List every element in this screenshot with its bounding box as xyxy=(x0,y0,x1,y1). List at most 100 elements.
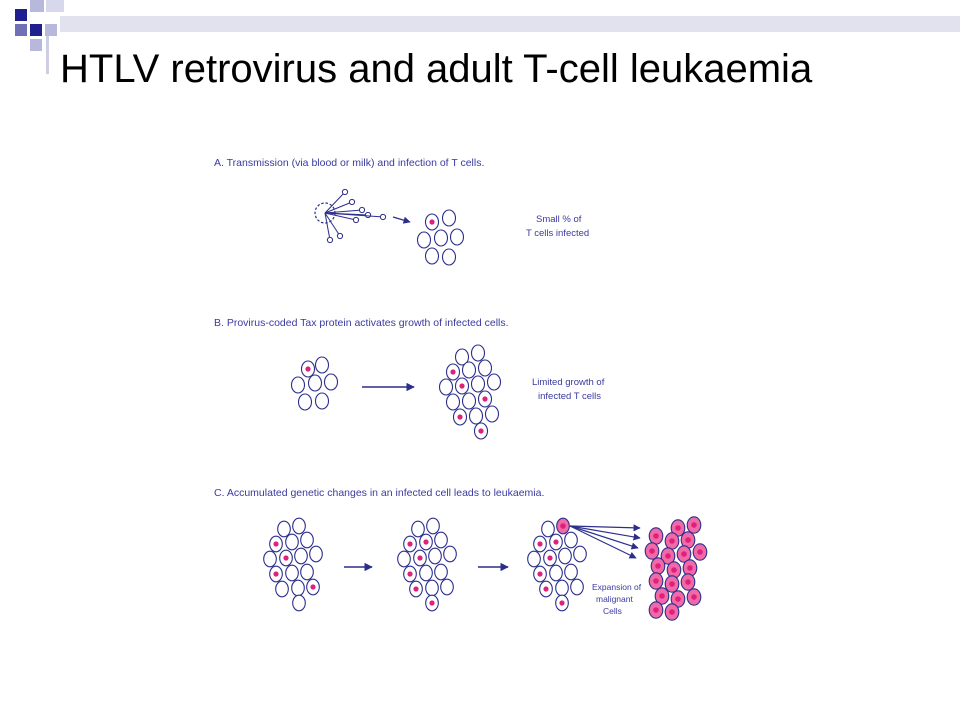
t-cell xyxy=(443,545,457,563)
cell-nucleus xyxy=(560,523,566,529)
virion-ray xyxy=(324,212,384,218)
virion xyxy=(364,211,372,219)
cell-nucleus xyxy=(283,555,289,561)
cell-nucleus xyxy=(459,383,465,389)
virion xyxy=(352,216,360,224)
t-cell xyxy=(470,375,486,393)
cell-nucleus xyxy=(665,553,671,559)
cell-nucleus xyxy=(669,581,675,587)
virion-ray xyxy=(324,191,346,214)
t-cell xyxy=(263,550,277,568)
t-cell xyxy=(564,531,578,549)
virion xyxy=(379,213,387,221)
cell-nucleus xyxy=(649,548,655,554)
t-cell xyxy=(541,520,555,538)
corner-square-light-2 xyxy=(46,0,64,12)
panel-b-note-line-2: infected T cells xyxy=(538,391,601,402)
t-cell xyxy=(285,533,299,551)
cell-nucleus xyxy=(687,565,693,571)
expansion-arrow xyxy=(569,524,641,532)
t-cell xyxy=(300,563,314,581)
cell-nucleus xyxy=(681,551,687,557)
t-cell xyxy=(275,580,289,598)
corner-square-light-4 xyxy=(30,39,42,51)
panel-b-cell-cluster-after xyxy=(438,344,502,440)
panel-b-note-line-1: Limited growth of xyxy=(532,377,605,388)
cell-nucleus xyxy=(691,522,697,528)
t-cell xyxy=(433,229,449,247)
t-cell xyxy=(527,550,541,568)
t-cell xyxy=(428,547,442,565)
cell-nucleus xyxy=(685,579,691,585)
cell-nucleus xyxy=(305,366,311,372)
cell-nucleus xyxy=(457,414,463,420)
virion xyxy=(336,232,344,240)
panel-b-heading: B. Provirus-coded Tax protein activates … xyxy=(214,317,509,329)
t-cell xyxy=(434,563,448,581)
header-rule xyxy=(60,16,960,32)
t-cell xyxy=(292,517,306,535)
virion xyxy=(348,198,356,206)
corner-square-light-3 xyxy=(45,24,57,36)
t-cell xyxy=(426,517,440,535)
panel-a-note-line-1: Small % of xyxy=(536,214,582,225)
cell-nucleus xyxy=(407,571,413,577)
t-cell xyxy=(470,344,486,362)
panel-c-note-line-1: Expansion of xyxy=(592,582,642,592)
panel-c-cell-cluster-3 xyxy=(527,517,587,612)
t-cell xyxy=(425,579,439,597)
panel-b-cell-cluster-before xyxy=(290,356,339,411)
t-cell xyxy=(434,531,448,549)
t-cell xyxy=(477,359,493,377)
panel-a-heading: A. Transmission (via blood or milk) and … xyxy=(214,157,484,169)
t-cell xyxy=(411,520,425,538)
virion xyxy=(358,206,366,214)
t-cell xyxy=(445,393,461,411)
corner-square-light-1 xyxy=(30,0,44,12)
panel-c-malignant-cell-cluster xyxy=(644,516,708,621)
t-cell xyxy=(461,361,477,379)
t-cell xyxy=(441,248,457,266)
virion-ray xyxy=(324,212,341,237)
side-rule xyxy=(46,36,49,74)
t-cell xyxy=(461,392,477,410)
t-cell xyxy=(416,231,432,249)
t-cell xyxy=(307,374,323,392)
t-cell xyxy=(454,348,470,366)
t-cell xyxy=(290,376,306,394)
cell-nucleus xyxy=(653,533,659,539)
t-cell xyxy=(440,578,454,596)
cell-nucleus xyxy=(685,537,691,543)
cell-nucleus xyxy=(671,567,677,573)
t-cell xyxy=(486,373,502,391)
virion-ray xyxy=(324,212,331,241)
panel-a-cell-cluster xyxy=(416,209,465,266)
cell-nucleus xyxy=(659,593,665,599)
t-cell xyxy=(309,545,323,563)
cell-nucleus xyxy=(310,584,316,590)
cell-nucleus xyxy=(413,586,419,592)
cell-nucleus xyxy=(423,539,429,545)
panel-c-heading: C. Accumulated genetic changes in an inf… xyxy=(214,487,544,499)
t-cell xyxy=(438,378,454,396)
cell-nucleus xyxy=(675,596,681,602)
cell-nucleus xyxy=(559,600,565,606)
t-cell xyxy=(555,579,569,597)
cell-nucleus xyxy=(655,563,661,569)
t-cell xyxy=(292,594,306,612)
t-cell xyxy=(468,407,484,425)
cell-nucleus xyxy=(537,571,543,577)
panel-c-note-line-2: malignant xyxy=(596,594,633,604)
t-cell xyxy=(441,209,457,227)
t-cell xyxy=(323,373,339,391)
t-cell xyxy=(484,405,500,423)
virion-ray xyxy=(324,209,363,214)
cell-nucleus xyxy=(273,571,279,577)
cell-nucleus xyxy=(273,541,279,547)
t-cell xyxy=(291,579,305,597)
cell-nucleus xyxy=(450,369,456,375)
t-cell xyxy=(564,563,578,581)
expansion-arrow xyxy=(569,525,641,541)
corner-square-dark-2 xyxy=(30,24,42,36)
